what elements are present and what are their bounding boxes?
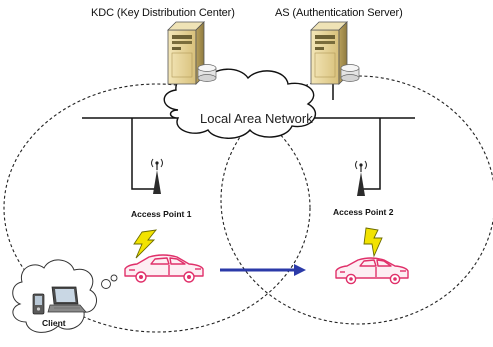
antenna-icon [151,158,163,194]
ap2-label: Access Point 2 [333,207,394,217]
server-icon [310,21,360,85]
pda-icon [32,293,45,315]
as-label: AS (Authentication Server) [275,7,403,19]
coverage-area-ap1 [3,83,311,333]
antenna-icon [355,160,367,196]
lightning-icon [363,227,383,258]
server-icon [167,21,217,85]
arrow-icon [220,264,306,276]
lightning-icon [133,229,158,259]
coverage-area-ap2 [220,75,493,325]
laptop-icon [47,286,87,313]
ap1-label: Access Point 1 [131,209,192,219]
ap1-wire [131,118,158,190]
ap2-wire [360,118,381,190]
kdc-label: KDC (Key Distribution Center) [91,7,235,19]
client-label: Client [42,318,66,328]
car-icon [124,254,204,283]
car-icon [335,257,409,285]
lan-label: Local Area Network [200,111,313,126]
